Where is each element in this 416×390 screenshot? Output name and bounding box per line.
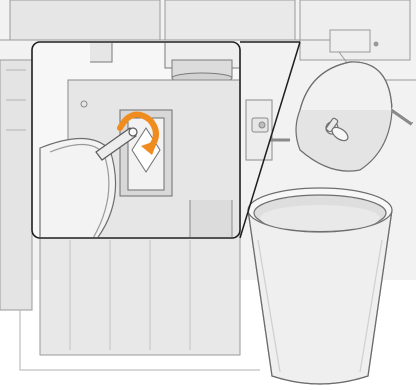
collection-bucket bbox=[248, 188, 392, 384]
latch-housing bbox=[120, 110, 172, 196]
callout-detail bbox=[32, 42, 245, 240]
